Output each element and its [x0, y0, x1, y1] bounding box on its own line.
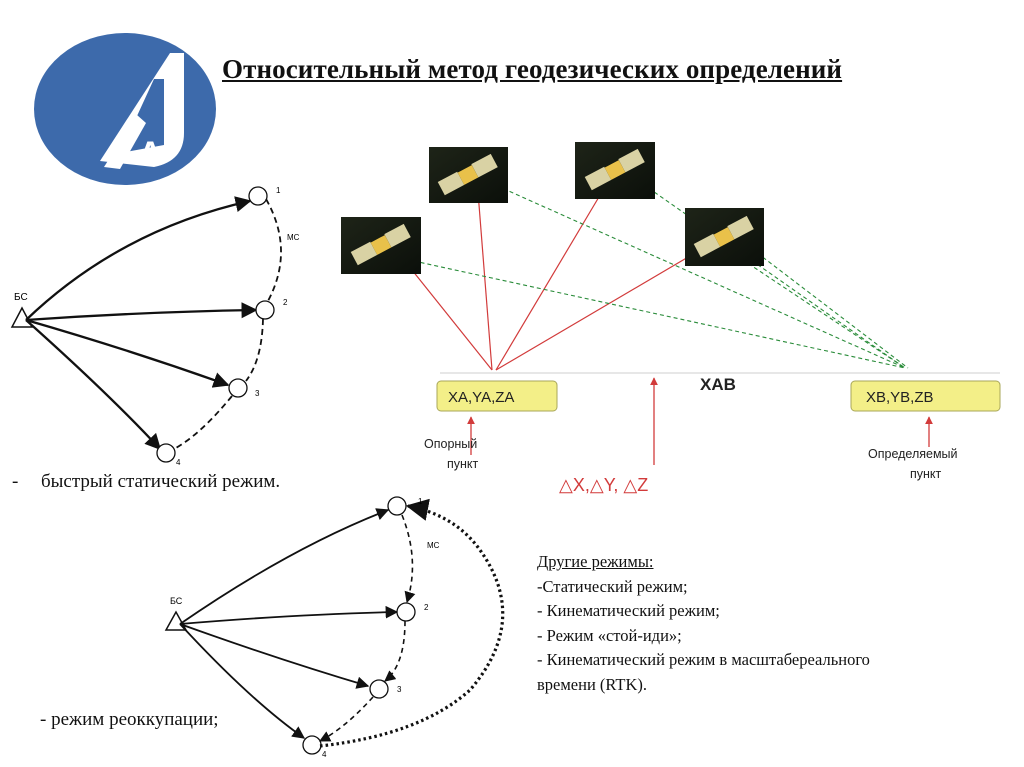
svg-text:2: 2	[424, 603, 429, 612]
svg-text:1: 1	[276, 186, 281, 195]
point-3-b	[369, 679, 389, 699]
page-title: Относительный метод геодезических опреде…	[222, 54, 843, 84]
rover-label: МС	[287, 233, 300, 242]
point-4-b	[302, 735, 322, 755]
delta-label: △X,△Y, △Z	[559, 475, 648, 495]
baseline-label: XAB	[700, 375, 736, 394]
point-2	[255, 300, 275, 320]
satellite-1-icon	[341, 217, 421, 274]
university-logo: А	[34, 33, 216, 185]
point-2-b	[396, 602, 416, 622]
point-1-b	[387, 496, 407, 516]
reference-point-label-2: пункт	[447, 457, 479, 471]
reference-point-label-1: Опорный	[424, 437, 477, 451]
other-mode-item: - Кинематический режим;	[537, 601, 720, 620]
other-modes-list: Другие режимы: -Статический режим; - Кин…	[537, 550, 870, 697]
other-mode-item: - Режим «стой-иди»;	[537, 625, 682, 645]
other-modes-heading: Другие режимы:	[537, 552, 654, 571]
svg-text:БС: БС	[170, 596, 183, 606]
svg-text:4: 4	[176, 458, 181, 467]
other-mode-item: времени (RTK).	[537, 674, 648, 694]
other-mode-item: -Статический режим;	[537, 576, 688, 596]
svg-text:МС: МС	[427, 541, 440, 550]
reference-coords-box	[436, 380, 558, 412]
other-mode-item: - Кинематический режим в масштабереально…	[537, 650, 870, 669]
svg-text:4: 4	[322, 750, 327, 759]
base-station-label: БС	[14, 292, 28, 303]
gnss-diagram: XA,YA,ZA XB,YB,ZB XAB Опорный пункт Опре…	[341, 142, 1001, 495]
fast-static-caption: быстрый статический режим.	[41, 471, 281, 492]
target-point-label-1: Определяемый	[868, 447, 958, 461]
reoccupation-caption: - режим реоккупации;	[40, 709, 219, 730]
scheme-fast-static: БС 1 2 3 4 МС	[10, 186, 300, 467]
svg-text:3: 3	[255, 389, 260, 398]
satellite-4-icon	[685, 208, 764, 266]
svg-text:1: 1	[418, 497, 423, 506]
logo-letter: А	[138, 135, 163, 173]
target-point-label-2: пункт	[910, 467, 942, 481]
base-station-triangle-2	[164, 610, 188, 631]
scheme-reoccupation: БС 1 2 3 4 МС	[164, 496, 505, 759]
satellite-3-icon	[575, 142, 655, 199]
satellite-2-icon	[429, 147, 508, 203]
point-3	[228, 378, 248, 398]
target-coords-box	[850, 380, 1001, 412]
svg-text:3: 3	[397, 685, 402, 694]
reference-coords-text: XA,YA,ZA	[448, 389, 514, 406]
point-4	[156, 443, 176, 463]
target-coords-text: XB,YB,ZB	[866, 389, 934, 406]
fast-static-dash: -	[12, 471, 19, 492]
svg-text:2: 2	[283, 298, 288, 307]
point-1	[248, 186, 268, 206]
